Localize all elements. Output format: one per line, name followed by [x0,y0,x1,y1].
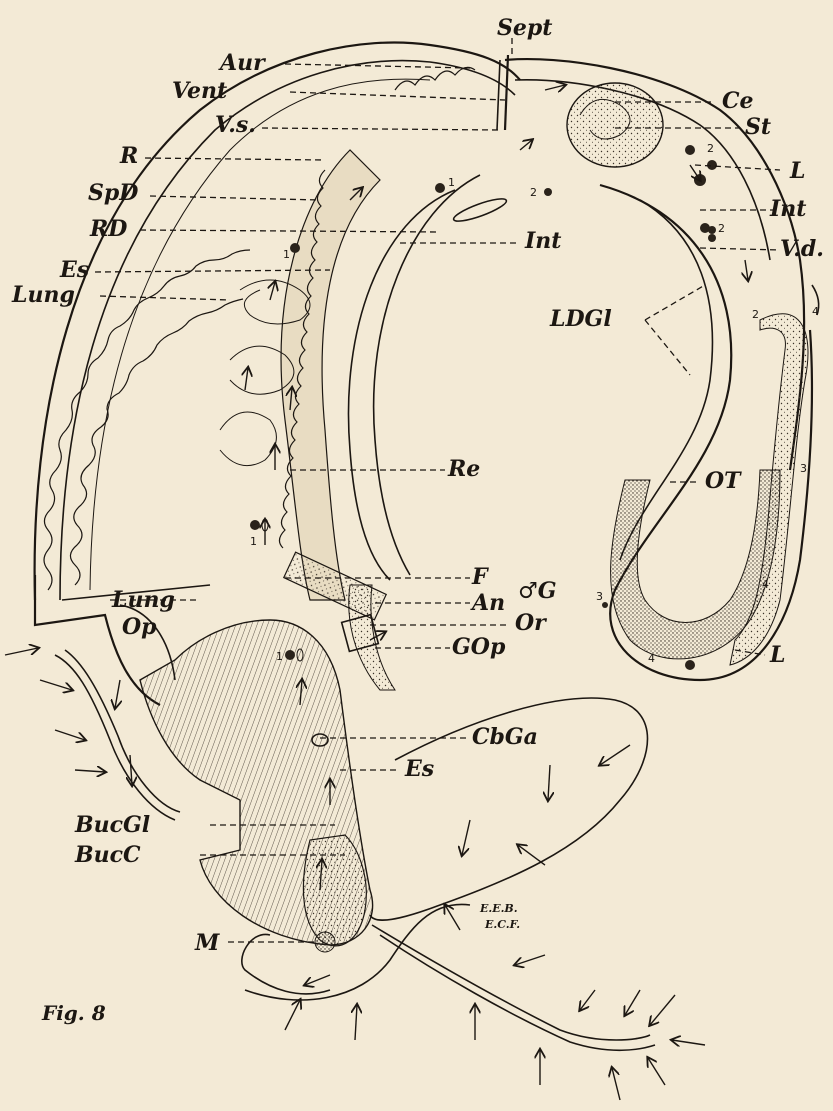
number-2-d: 2 [752,308,759,321]
number-3-a: 3 [800,462,807,475]
label-bucgl: BucGl [74,812,150,838]
number-1-d: 1 [276,650,283,663]
label-op: Op [122,614,157,640]
number-4-a: 4 [812,305,819,318]
intestine-coil [220,150,508,600]
label-l-lower: L [769,642,785,668]
label-an: An [470,590,505,616]
label-cbga: CbGa [472,724,538,750]
label-int-center: Int [524,228,561,254]
label-f: F [471,564,489,590]
label-l-upper: L [789,158,805,184]
label-lung-lower: Lung [111,587,175,613]
number-2-c: 2 [718,222,725,235]
label-bucc: BucC [74,842,141,868]
number-3-b: 3 [596,590,603,603]
label-es-lower: Es [404,756,434,782]
foot-buccal [35,552,395,994]
number-4-c: 4 [648,652,655,665]
body-outline [35,43,520,600]
label-vd: V.d. [780,236,824,262]
label-rd: RD [89,216,127,242]
heart-region [395,55,804,470]
leader-lines [95,38,780,942]
label-vs: V.s. [215,112,256,138]
label-st: St [745,114,771,140]
label-aur: Aur [218,50,266,76]
label-vent: Vent [172,78,227,104]
label-ce: Ce [722,88,754,114]
label-sept: Sept [497,15,552,41]
labels: Sept Aur Vent V.s. R SpD RD Es Lung Ce S… [11,15,824,1025]
label-int-right: Int [769,196,806,222]
number-2-b: 2 [707,142,714,155]
number-4-b: 4 [762,578,769,591]
label-r: R [119,143,138,169]
label-male-g: ♂G [518,578,557,604]
number-1-c: 1 [250,535,257,548]
label-m: M [194,930,220,956]
label-or: Or [515,610,547,636]
label-ot: OT [705,468,742,494]
number-2-a: 2 [530,186,537,199]
figure-caption: Fig. 8 [41,1001,106,1025]
label-eeb: E.E.B. [479,902,518,915]
label-re: Re [447,456,480,482]
label-ecf: E.C.F. [484,918,520,931]
number-1-a: 1 [448,176,455,189]
label-lung-upper: Lung [11,282,75,308]
number-1-b: 1 [283,248,290,261]
label-gop: GOp [452,634,506,660]
label-ldgl: LDGl [549,306,612,332]
label-spd: SpD [88,180,138,206]
liver-hook [600,145,819,680]
label-es-upper: Es [59,257,89,283]
